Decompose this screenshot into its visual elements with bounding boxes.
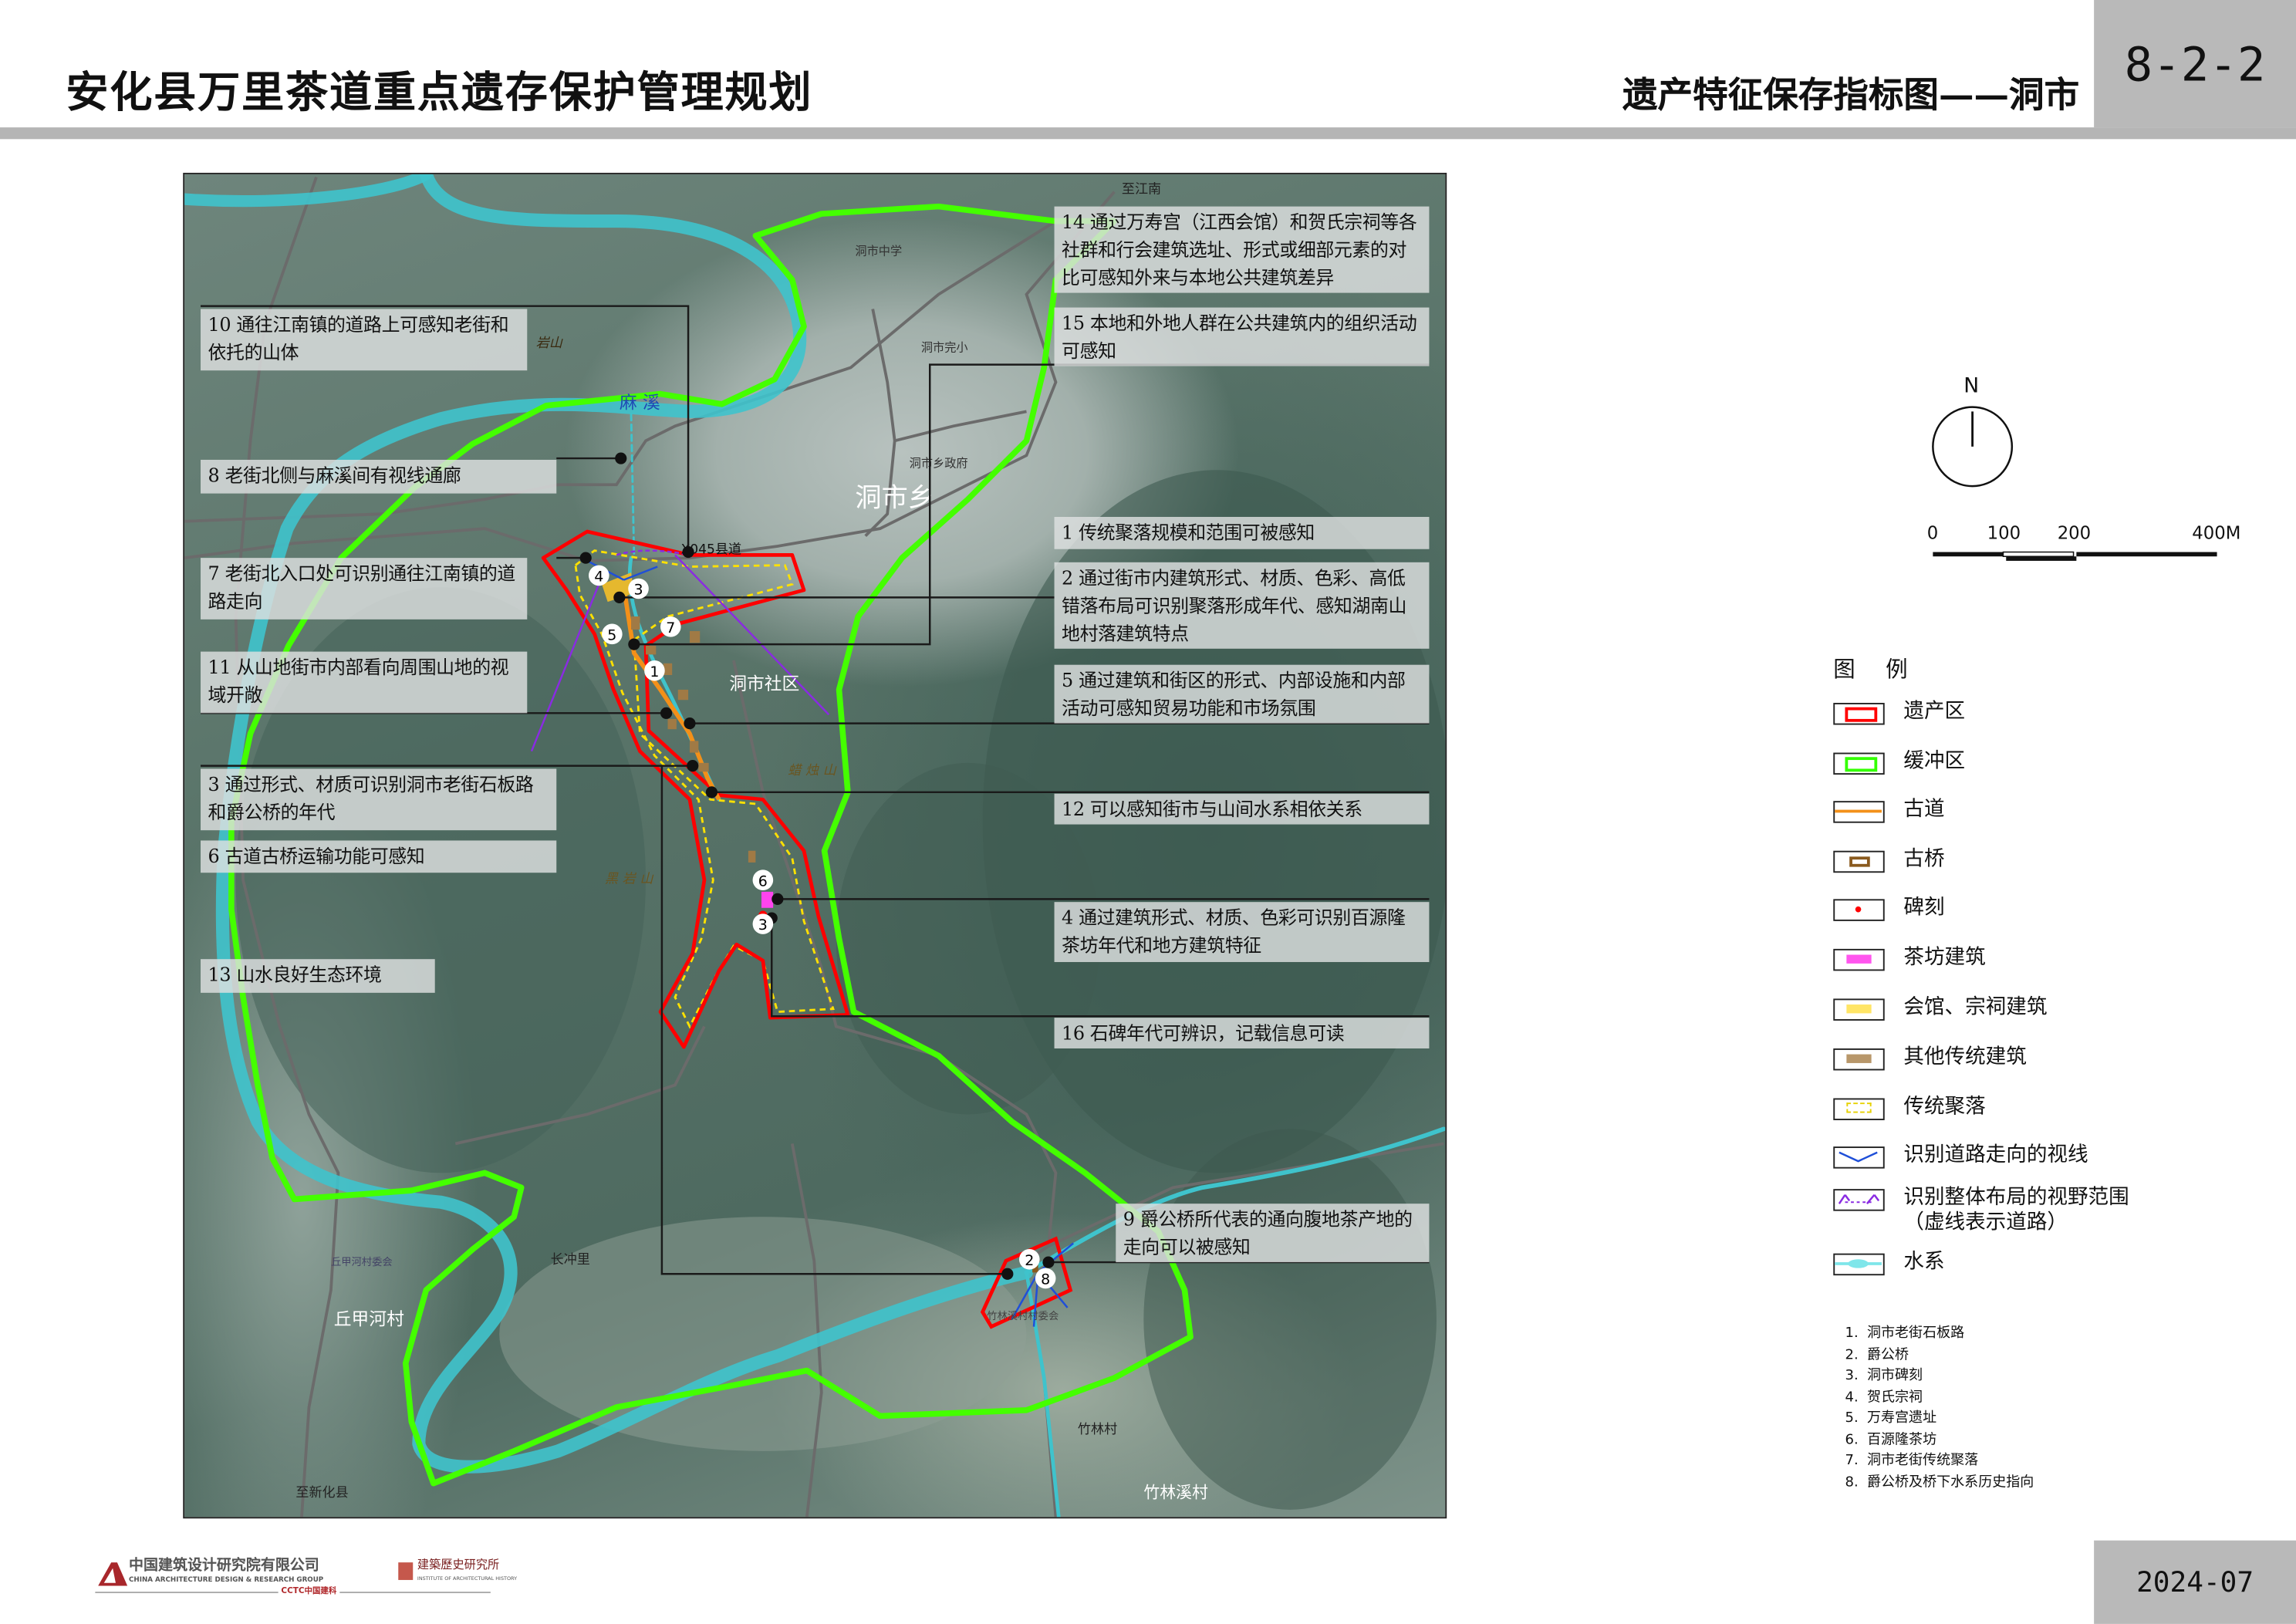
heritage-zone-swatch: [1833, 702, 1885, 724]
road-sightline-swatch: [1833, 1146, 1885, 1168]
header-divider: [0, 127, 2296, 140]
plan-title: 安化县万里茶道重点遗存保护管理规划: [66, 67, 813, 117]
scale-label-0: 0: [1926, 522, 1939, 544]
water-swatch: [1833, 1252, 1885, 1275]
tea-house-building: [761, 891, 774, 908]
guild-hall-swatch: [1833, 998, 1885, 1020]
legend-item-ancient-bridge: 古桥: [1833, 839, 1945, 883]
ancient-bridge-swatch: [1833, 849, 1885, 873]
map-label-changchongli: 长冲里: [550, 1253, 590, 1268]
annotation-10: 10 通往江南镇的道路上可感知老街和依托的山体: [201, 309, 528, 371]
scale-label-100: 100: [1987, 522, 2021, 544]
map-label-to-jiangnan: 至江南: [1121, 183, 1162, 198]
legend-item-road-sightline: 识别道路走向的视线: [1833, 1135, 2088, 1179]
compass-north-label: N: [1963, 374, 1980, 399]
annotation-14: 14 通过万寿宫（江西会馆）和贺氏宗祠等各社群和行会建筑选址、形式或细部元素的对…: [1054, 206, 1430, 293]
institute-seal: [398, 1562, 414, 1580]
legend-item-water: 水系: [1833, 1242, 1945, 1286]
site-list-item: 2.爵公桥: [1845, 1346, 1909, 1363]
heritage-zone-boundary-jue-bridge: [980, 1236, 1073, 1329]
institute-name-cn: 建築歷史研究所: [417, 1558, 500, 1572]
map-label-township: 洞市乡: [855, 483, 934, 515]
annotation-11: 11 从山地街市内部看向周围山地的视域开敞: [201, 651, 528, 714]
legend-item-stele: 碑刻: [1833, 887, 1945, 931]
map-label-zhulinxi-village: 竹林溪村: [1143, 1483, 1208, 1503]
site-list-item: 6.百源隆茶坊: [1845, 1431, 1937, 1448]
legend-item-heritage: 遗产区: [1833, 691, 1965, 735]
map-label-to-xinhua: 至新化县: [295, 1486, 349, 1501]
stele-swatch: [1833, 898, 1885, 920]
sheet-number: 8-2-2: [2094, 0, 2296, 128]
map-label-qiujiahe-village: 丘甲河村: [333, 1308, 404, 1330]
legend-item-tea-house: 茶坊建筑: [1833, 937, 1986, 981]
organization-logo: 中国建筑设计研究院有限公司 CHINA ARCHITECTURE DESIGN …: [95, 1557, 534, 1601]
site-list-item: 3.洞市碑刻: [1845, 1367, 1923, 1384]
annotation-2: 2 通过街市内建筑形式、材质、色彩、高低错落布局可识别聚落形成年代、感知湖南山地…: [1054, 562, 1430, 649]
annotation-9: 9 爵公桥所代表的通向腹地茶产地的走向可以被感知: [1116, 1204, 1430, 1263]
map-label-qiujiahe-committee: 丘甲河村委会: [330, 1256, 393, 1268]
sheet-subtitle: 遗产特征保存指标图——洞市: [1622, 73, 2080, 116]
annotation-5: 5 通过建筑和街区的形式、内部设施和内部活动可感知贸易功能和市场氛围: [1054, 664, 1430, 724]
scale-bar: [1933, 551, 2217, 561]
annotation-7: 7 老街北入口处可识别通往江南镇的道路走向: [201, 558, 528, 620]
site-list-item: 1.洞市老街石板路: [1845, 1325, 1965, 1342]
annotation-8: 8 老街北侧与麻溪间有视线通廊: [201, 459, 557, 494]
map-label-township-gov: 洞市乡政府: [909, 457, 968, 471]
legend-title: 图 例: [1833, 656, 1920, 683]
map-label-zhulinxi-committee: 竹林溪村村委会: [987, 1310, 1059, 1322]
ancient-road-swatch: [1833, 800, 1885, 822]
stele-marker: [758, 910, 768, 920]
farmland: [499, 1217, 1027, 1451]
legend-item-guild-hall: 会馆、宗祠建筑: [1833, 987, 2047, 1031]
logo-company-en: CHINA ARCHITECTURE DESIGN & RESEARCH GRO…: [129, 1577, 324, 1585]
legend-item-ancient-road: 古道: [1833, 789, 1945, 833]
map-label-river: 麻 溪: [619, 392, 660, 414]
map-label-lazhu-mountain: 蜡烛山: [788, 764, 841, 779]
annotation-12: 12 可以感知街市与山间水系相依关系: [1054, 793, 1430, 825]
map-label-community: 洞市社区: [729, 674, 800, 694]
logo-company-cn: 中国建筑设计研究院有限公司: [129, 1558, 319, 1575]
site-list-item: 4.贺氏宗祠: [1845, 1389, 1923, 1406]
map-label-heiyan-mountain: 黑岩山: [604, 873, 658, 888]
map-label-primary-school: 洞市完小: [920, 341, 968, 355]
map-label-zhulin-village: 竹林村: [1077, 1423, 1118, 1438]
buffer-zone-swatch: [1833, 751, 1885, 775]
ancient-bridge-marker: [1032, 1261, 1038, 1273]
scale-label-200: 200: [2057, 522, 2092, 544]
issue-date: 2024-07: [2094, 1540, 2296, 1624]
legend-item-layout-view: 识别整体布局的视野范围（虚线表示道路）: [1833, 1177, 2129, 1234]
layout-view-swatch: [1833, 1188, 1885, 1210]
annotation-15: 15 本地和外地人群在公共建筑内的组织活动可感知: [1054, 307, 1430, 366]
site-list-item: 7.洞市老街传统聚落: [1845, 1452, 1979, 1469]
annotation-16: 16 石碑年代可辨识，记载信息可读: [1054, 1018, 1430, 1048]
institute-name-en: INSTITUTE OF ARCHITECTURAL HISTORY: [417, 1575, 518, 1582]
legend-item-traditional-settlement: 传统聚落: [1833, 1086, 1986, 1130]
annotation-1: 1 传统聚落规模和范围可被感知: [1054, 516, 1430, 549]
annotation-4: 4 通过建筑形式、材质、色彩可识别百源隆茶坊年代和地方建筑特征: [1054, 902, 1430, 962]
legend-item-other-traditional: 其他传统建筑: [1833, 1037, 2027, 1081]
annotation-6: 6 古道古桥运输功能可感知: [201, 840, 557, 873]
map-label-mountain: 岩山: [535, 336, 562, 352]
site-list-item: 8.爵公桥及桥下水系历史指向: [1845, 1474, 2034, 1491]
annotation-3: 3 通过形式、材质可识别洞市老街石板路和爵公桥的年代: [201, 768, 557, 831]
compass-icon: [1932, 406, 2014, 488]
scale-label-400m: 400M: [2192, 522, 2241, 544]
map-label-county-road: X045县道: [680, 543, 742, 559]
site-list-item: 5.万寿宫遗址: [1845, 1410, 1937, 1426]
header-bar: [0, 0, 2095, 128]
map-label-middle-school: 洞市中学: [855, 244, 903, 258]
cadg-logo-icon: [98, 1562, 128, 1586]
logo-cctc: CCTC中国建科: [278, 1587, 340, 1597]
legend-item-buffer: 缓冲区: [1833, 741, 1965, 785]
annotation-13: 13 山水良好生态环境: [201, 959, 435, 993]
other-traditional-swatch: [1833, 1048, 1885, 1070]
tea-house-swatch: [1833, 947, 1885, 971]
traditional-settlement-swatch: [1833, 1097, 1885, 1120]
